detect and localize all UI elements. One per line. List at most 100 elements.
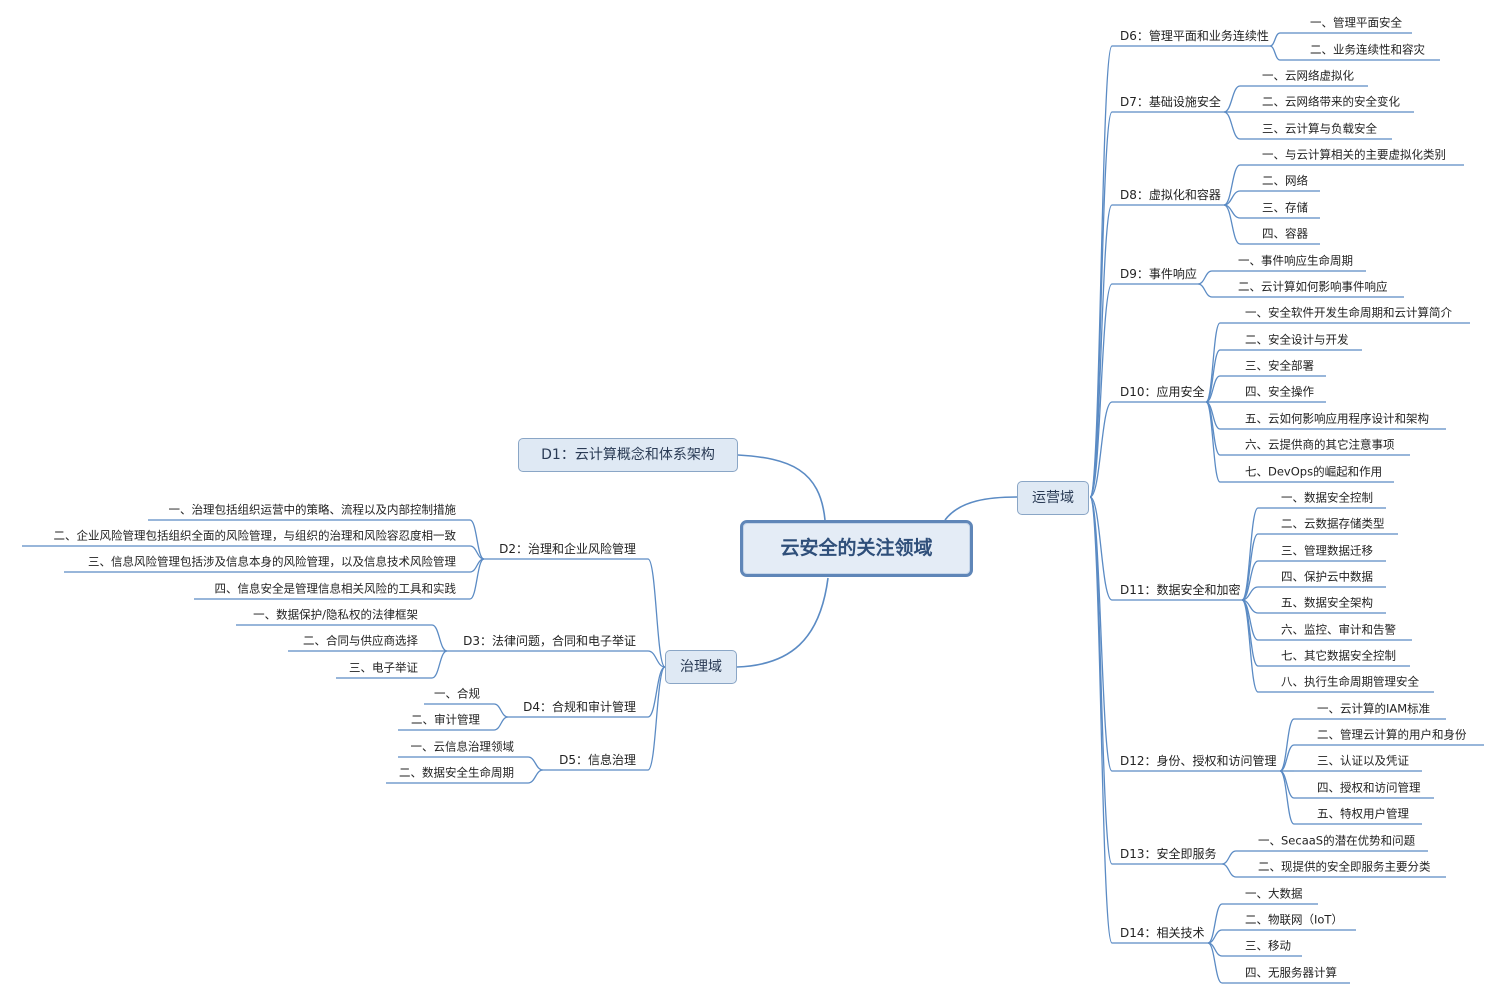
connector bbox=[1223, 164, 1241, 206]
operations-branch-d14[interactable]: D14：相关技术 bbox=[1120, 926, 1205, 940]
connector bbox=[944, 496, 1018, 521]
leaf-item[interactable]: 一、合规 bbox=[434, 686, 480, 701]
leaf-item[interactable]: 三、认证以及凭证 bbox=[1317, 753, 1409, 768]
topic-d1-label: D1：云计算概念和体系架构 bbox=[541, 447, 715, 463]
connector bbox=[1223, 85, 1241, 113]
connector bbox=[647, 650, 666, 668]
leaf-item[interactable]: 二、安全设计与开发 bbox=[1245, 332, 1349, 347]
leaf-item[interactable]: 一、云网络虚拟化 bbox=[1262, 68, 1354, 83]
leaf-item[interactable]: 四、信息安全是管理信息相关风险的工具和实践 bbox=[214, 581, 457, 596]
connector bbox=[1241, 586, 1259, 601]
topic-d1[interactable]: D1：云计算概念和体系架构 bbox=[518, 438, 738, 472]
topic-governance-label: 治理域 bbox=[680, 659, 722, 675]
operations-branch-d13[interactable]: D13：安全即服务 bbox=[1120, 847, 1217, 861]
connector bbox=[1089, 496, 1113, 944]
leaf-item[interactable]: 四、无服务器计算 bbox=[1245, 965, 1337, 980]
connector bbox=[527, 756, 544, 771]
operations-branch-d8[interactable]: D8：虚拟化和容器 bbox=[1120, 188, 1221, 202]
leaf-item[interactable]: 三、安全部署 bbox=[1245, 358, 1314, 373]
connector bbox=[1241, 599, 1259, 693]
leaf-item[interactable]: 二、数据安全生命周期 bbox=[399, 765, 514, 780]
leaf-item[interactable]: 二、云计算如何影响事件响应 bbox=[1238, 279, 1388, 294]
leaf-item[interactable]: 三、云计算与负载安全 bbox=[1262, 121, 1377, 136]
leaf-item[interactable]: 六、监控、审计和告警 bbox=[1281, 622, 1396, 637]
central-topic-label: 云安全的关注领域 bbox=[780, 537, 933, 559]
leaf-item[interactable]: 二、管理云计算的用户和身份 bbox=[1317, 727, 1467, 742]
leaf-item[interactable]: 一、管理平面安全 bbox=[1310, 15, 1402, 30]
operations-branch-d10[interactable]: D10：应用安全 bbox=[1120, 385, 1205, 399]
operations-branch-d7[interactable]: D7：基础设施安全 bbox=[1120, 95, 1221, 109]
leaf-item[interactable]: 二、网络 bbox=[1262, 173, 1308, 188]
connector bbox=[1241, 533, 1259, 601]
leaf-item[interactable]: 二、审计管理 bbox=[411, 712, 480, 727]
leaf-item[interactable]: 一、大数据 bbox=[1245, 886, 1303, 901]
connector bbox=[493, 716, 509, 731]
leaf-item[interactable]: 四、保护云中数据 bbox=[1281, 569, 1373, 584]
operations-branch-d6[interactable]: D6：管理平面和业务连续性 bbox=[1120, 29, 1269, 43]
governance-branch-d5[interactable]: D5：信息治理 bbox=[559, 753, 636, 767]
leaf-item[interactable]: 七、DevOps的崛起和作用 bbox=[1245, 464, 1383, 479]
leaf-item[interactable]: 二、现提供的安全即服务主要分类 bbox=[1258, 859, 1431, 874]
connector bbox=[1205, 401, 1221, 483]
leaf-item[interactable]: 一、治理包括组织运营中的策略、流程以及内部控制措施 bbox=[168, 502, 457, 517]
leaf-item[interactable]: 二、物联网（IoT） bbox=[1245, 912, 1343, 927]
connector bbox=[1207, 903, 1223, 944]
leaf-item[interactable]: 五、特权用户管理 bbox=[1317, 806, 1409, 821]
connector bbox=[1089, 111, 1113, 498]
connector bbox=[1223, 190, 1241, 206]
leaf-item[interactable]: 六、云提供商的其它注意事项 bbox=[1245, 437, 1395, 452]
leaf-item[interactable]: 一、数据保护/隐私权的法律框架 bbox=[253, 607, 418, 622]
connector bbox=[1205, 375, 1221, 403]
connector bbox=[1089, 496, 1113, 601]
operations-branch-d11[interactable]: D11：数据安全和加密 bbox=[1120, 583, 1241, 597]
leaf-item[interactable]: 二、云网络带来的安全变化 bbox=[1262, 94, 1400, 109]
leaf-item[interactable]: 一、SecaaS的潜在优势和问题 bbox=[1258, 833, 1416, 848]
leaf-item[interactable]: 一、事件响应生命周期 bbox=[1238, 253, 1353, 268]
connector bbox=[527, 769, 544, 784]
operations-branch-d12[interactable]: D12：身份、授权和访问管理 bbox=[1120, 754, 1277, 768]
operations-branch-d9[interactable]: D9：事件响应 bbox=[1120, 267, 1197, 281]
connector bbox=[1221, 850, 1237, 865]
connector bbox=[1089, 45, 1113, 498]
connector bbox=[493, 703, 509, 718]
leaf-item[interactable]: 四、授权和访问管理 bbox=[1317, 780, 1421, 795]
governance-branch-d3[interactable]: D3：法律问题，合同和电子举证 bbox=[463, 634, 636, 648]
leaf-item[interactable]: 三、管理数据迁移 bbox=[1281, 543, 1373, 558]
leaf-item[interactable]: 三、移动 bbox=[1245, 938, 1291, 953]
connector bbox=[647, 666, 666, 771]
leaf-item[interactable]: 五、数据安全架构 bbox=[1281, 595, 1373, 610]
connector bbox=[647, 666, 666, 718]
connector bbox=[1241, 507, 1259, 601]
leaf-item[interactable]: 一、与云计算相关的主要虚拟化类别 bbox=[1262, 147, 1446, 162]
connector bbox=[1089, 283, 1113, 498]
leaf-item[interactable]: 七、其它数据安全控制 bbox=[1281, 648, 1396, 663]
leaf-item[interactable]: 八、执行生命周期管理安全 bbox=[1281, 674, 1419, 689]
leaf-item[interactable]: 三、信息风险管理包括涉及信息本身的风险管理，以及信息技术风险管理 bbox=[88, 554, 456, 569]
leaf-item[interactable]: 三、存储 bbox=[1262, 200, 1308, 215]
leaf-item[interactable]: 二、云数据存储类型 bbox=[1281, 516, 1385, 531]
connector bbox=[1269, 32, 1281, 47]
leaf-item[interactable]: 二、业务连续性和容灾 bbox=[1310, 42, 1425, 57]
leaf-item[interactable]: 二、合同与供应商选择 bbox=[303, 633, 418, 648]
connector bbox=[469, 519, 485, 560]
connector bbox=[1279, 744, 1295, 772]
leaf-item[interactable]: 四、容器 bbox=[1262, 226, 1308, 241]
governance-branch-d4[interactable]: D4：合规和审计管理 bbox=[523, 700, 636, 714]
topic-operations-label: 运营域 bbox=[1032, 490, 1074, 506]
topic-operations[interactable]: 运营域 bbox=[1017, 481, 1089, 515]
leaf-item[interactable]: 一、数据安全控制 bbox=[1281, 490, 1373, 505]
leaf-item[interactable]: 一、云计算的IAM标准 bbox=[1317, 701, 1431, 716]
leaf-item[interactable]: 一、安全软件开发生命周期和云计算简介 bbox=[1245, 305, 1452, 320]
leaf-item[interactable]: 一、云信息治理领域 bbox=[410, 739, 515, 754]
governance-branch-d2[interactable]: D2：治理和企业风险管理 bbox=[499, 542, 636, 556]
leaf-item[interactable]: 四、安全操作 bbox=[1245, 384, 1314, 399]
topic-governance[interactable]: 治理域 bbox=[665, 650, 737, 684]
connector bbox=[431, 650, 448, 679]
connector bbox=[1197, 270, 1213, 285]
central-topic[interactable]: 云安全的关注领域 bbox=[740, 520, 973, 577]
leaf-item[interactable]: 二、企业风险管理包括组织全面的风险管理，与组织的治理和风险容忍度相一致 bbox=[53, 528, 457, 543]
connector bbox=[1221, 863, 1237, 878]
leaf-item[interactable]: 三、电子举证 bbox=[349, 660, 418, 675]
leaf-item[interactable]: 五、云如何影响应用程序设计和架构 bbox=[1245, 411, 1429, 426]
